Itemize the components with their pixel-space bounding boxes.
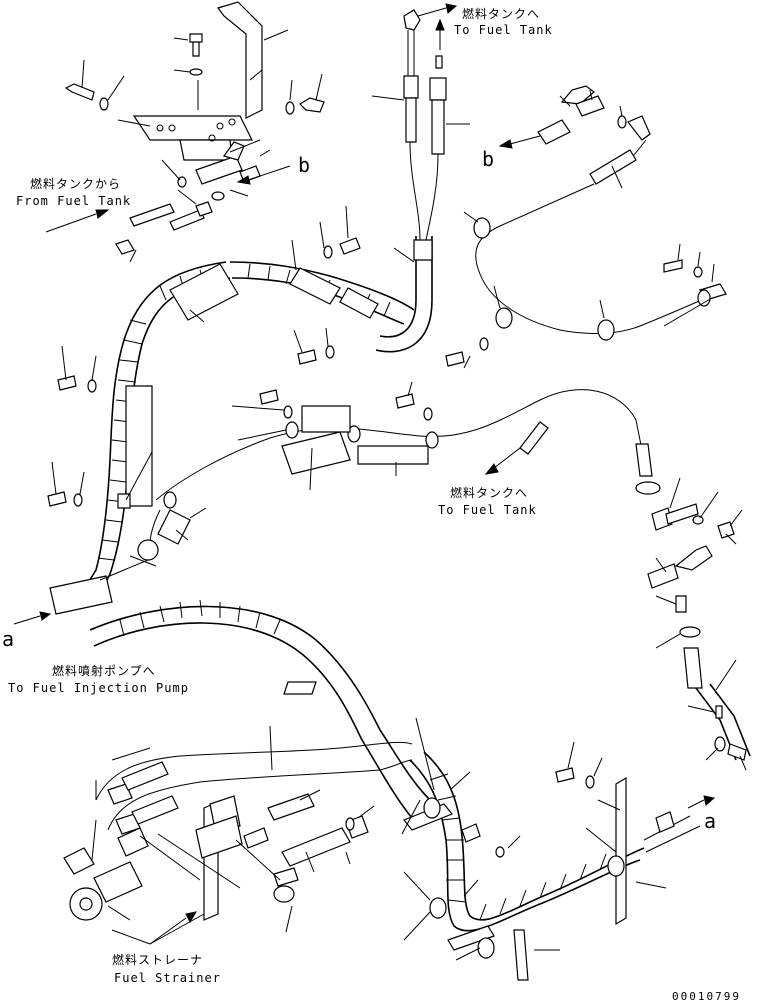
document-number: 00010799 bbox=[672, 990, 741, 1003]
label-fuel-strainer-jp: 燃料ストレーナ bbox=[112, 952, 203, 967]
flow-arrows bbox=[13, 3, 716, 945]
lower-injection-hose bbox=[89, 599, 701, 981]
top-center-hoses bbox=[371, 9, 470, 353]
label-to-fuel-tank-top-en: To Fuel Tank bbox=[454, 23, 553, 37]
text-labels: 燃料タンクへ To Fuel Tank 燃料タンクから From Fuel Ta… bbox=[2, 6, 741, 1003]
right-fitting-chain bbox=[635, 477, 751, 771]
middle-return-line bbox=[99, 381, 653, 581]
label-to-injection-pump-en: To Fuel Injection Pump bbox=[8, 681, 189, 695]
label-from-fuel-tank-jp: 燃料タンクから bbox=[30, 176, 121, 191]
top-bracket-assembly bbox=[64, 1, 325, 161]
label-leaders bbox=[111, 913, 205, 945]
ref-b-left: b bbox=[482, 147, 494, 171]
label-to-fuel-tank-mid-jp: 燃料タンクへ bbox=[450, 485, 528, 500]
label-from-fuel-tank-en: From Fuel Tank bbox=[16, 194, 131, 208]
tee-fitting-assembly bbox=[115, 139, 271, 263]
label-to-fuel-tank-top-jp: 燃料タンクへ bbox=[462, 6, 540, 21]
lower-right-spiral bbox=[429, 773, 607, 921]
label-to-injection-pump-jp: 燃料噴射ポンプへ bbox=[52, 663, 156, 678]
label-fuel-strainer-en: Fuel Strainer bbox=[114, 971, 221, 985]
ref-a-left: a bbox=[2, 627, 14, 651]
lower-spiral-marks bbox=[119, 599, 281, 637]
ref-b-top: b bbox=[298, 153, 310, 177]
ref-a-right: a bbox=[704, 809, 716, 833]
label-to-fuel-tank-mid-en: To Fuel Tank bbox=[438, 503, 537, 517]
b-valve-assembly bbox=[463, 85, 727, 341]
fuel-strainer-assembly bbox=[63, 747, 375, 933]
left-wrapped-hose bbox=[47, 205, 489, 615]
